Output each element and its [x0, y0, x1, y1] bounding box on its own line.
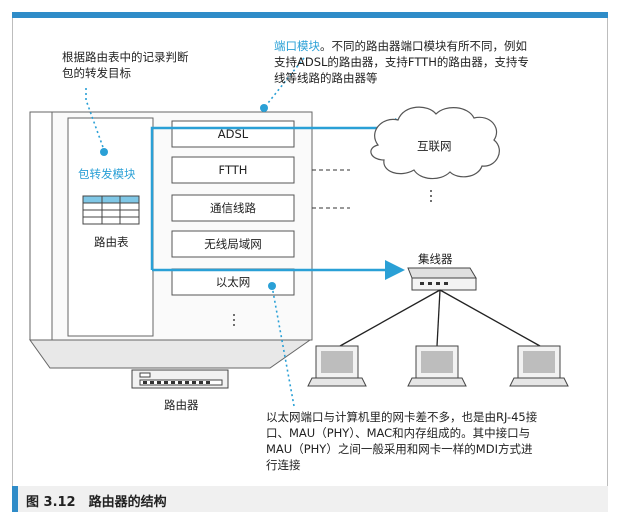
figure-top-bar [12, 12, 608, 18]
note-ethernet-line-2: 口、MAU（PHY）、MAC和内存组成的。其中接口与 [266, 426, 531, 440]
port-ellipsis-icon [233, 314, 235, 326]
port-label-adsl: ADSL [217, 127, 249, 141]
computer-icon [307, 345, 367, 387]
note-ethernet-line-3: MAU（PHY）之间一般采用和网卡一样的MDI方式进 [266, 442, 533, 456]
internet-ellipsis-icon [430, 190, 432, 202]
leader-forwarding [85, 88, 105, 151]
routing-table-icon [82, 195, 140, 225]
port-boxes [171, 120, 295, 296]
leader-port-module [263, 57, 305, 109]
forwarding-module-panel [67, 117, 154, 337]
hub-label: 集线器 [418, 252, 453, 266]
port-label-ftth: FTTH [218, 163, 248, 177]
port-label-wireless-lan: 无线局域网 [204, 237, 262, 251]
figure-caption: 图 3.12 路由器的结构 [26, 495, 167, 510]
leader-ethernet [271, 285, 295, 407]
port-label-leased-line: 通信线路 [210, 201, 256, 215]
router-device-icon [131, 369, 229, 389]
port-label-ethernet: 以太网 [215, 275, 251, 289]
caption-bar [12, 486, 608, 512]
note-port-module-line-2: 支持ADSL的路由器，支持FTTH的路由器，支持专 [274, 55, 529, 69]
forwarding-module-label: 包转发模块 [78, 167, 136, 181]
note-port-module-line-3: 线等线路的路由器等 [274, 71, 378, 85]
internet-cloud-icon [370, 106, 500, 180]
router-label: 路由器 [164, 398, 199, 412]
note-ethernet-line-4: 行连接 [266, 458, 301, 472]
internet-label: 互联网 [417, 139, 452, 153]
hub-icon [407, 267, 477, 291]
note-port-module-line-1: 端口模块。不同的路由器端口模块有所不同，例如 [274, 39, 527, 53]
note-routing-line-1: 根据路由表中的记录判断 [62, 50, 189, 64]
note-ethernet-line-1: 以太网端口与计算机里的网卡差不多，也是由RJ-45接 [266, 410, 538, 424]
computer-icon [407, 345, 467, 387]
adsl-path-arrow [150, 118, 415, 270]
routing-table-label: 路由表 [94, 235, 129, 249]
router-base [29, 339, 312, 369]
note-routing-line-2: 包的转发目标 [62, 66, 131, 80]
computer-icon [509, 345, 569, 387]
note-port-module-highlight: 端口模块 [274, 39, 320, 53]
